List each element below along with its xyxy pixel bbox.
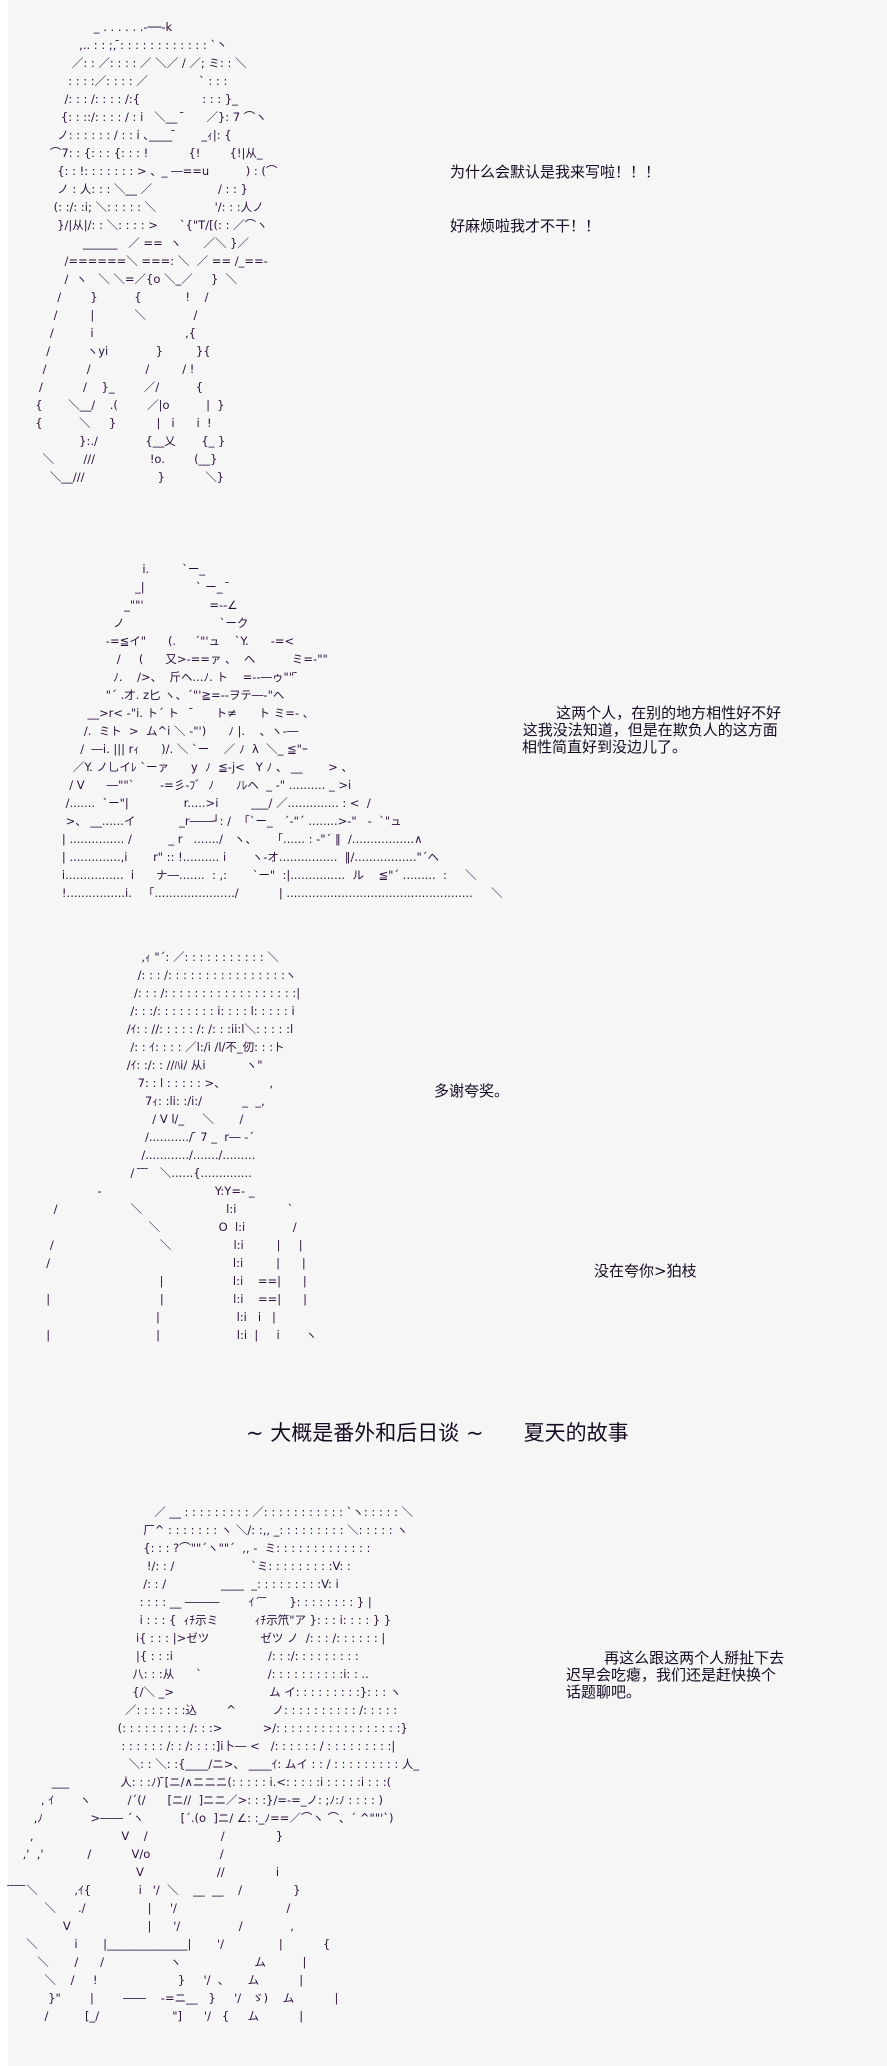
dialogue-scene-3-line-1: 多谢夸奖。 — [434, 1082, 510, 1100]
dialogue-scene-2-line-2: 这我没法知道，但是在欺负人的这方面 — [518, 721, 778, 739]
ascii-art-scene-1: _ . . . . . .-──-k ,.. : : ;, ̄: : : : :… — [35, 20, 278, 484]
section-title: ~ 大概是番外和后日谈 ~ 夏天的故事 — [246, 1421, 629, 1445]
dialogue-scene-1-line-1: 为什么会默认是我来写啦！！！ — [450, 163, 661, 181]
dialogue-scene-4-line-2: 迟早会吃瘪，我们还是赶快换个 — [566, 1666, 777, 1684]
dialogue-scene-3-line-2: 没在夸你>狛枝 — [594, 1262, 697, 1280]
dialogue-scene-4-line-3: 话题聊吧。 — [566, 1683, 642, 1701]
ascii-art-scene-3: ,ｨ "´: ／: : : : : : : : : : : ＼ /: : : /… — [46, 950, 317, 1342]
ascii-art-scene-2: i. `ー_ _| ` ー_ ̄ _""' =--∠ ノ `ーク -=≦イ" (… — [61, 562, 503, 900]
ascii-art-scene-4: ／ __ : : : : : : : : : ／: : : : : : : : … — [8, 1505, 420, 2023]
dialogue-scene-1-line-2: 好麻烦啦我才不干！！ — [450, 217, 601, 235]
left-margin-strip — [0, 0, 8, 2066]
dialogue-scene-2-line-1: 这两个人，在别的地方相性好不好 — [518, 704, 782, 722]
dialogue-scene-2-line-3: 相性简直好到没边儿了。 — [522, 738, 688, 756]
dialogue-scene-4-line-1: 再这么跟这两个人掰扯下去 — [566, 1649, 785, 1667]
